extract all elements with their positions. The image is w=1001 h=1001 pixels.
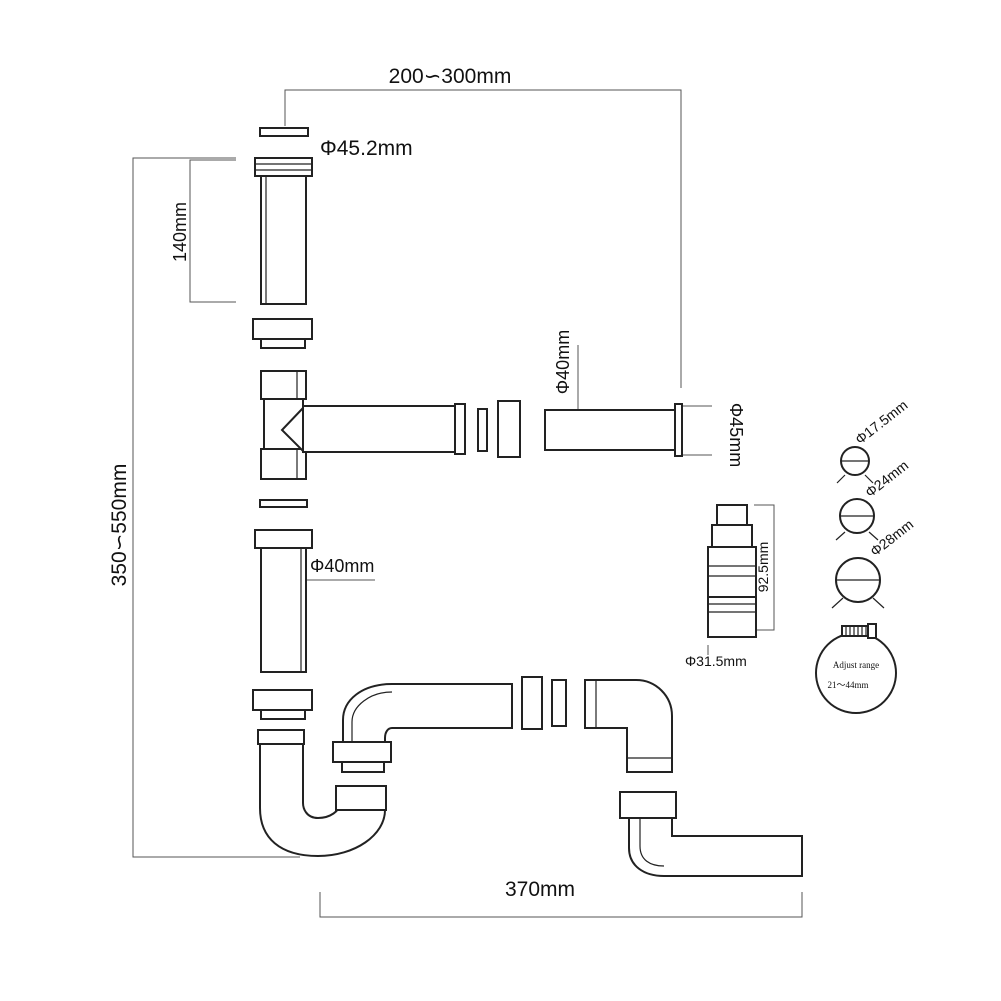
u-trap-inlet-socket [257, 729, 305, 745]
clamp-band [815, 632, 897, 714]
bottom-width-label: 370mm [505, 878, 575, 901]
tail-height-label: 140mm [170, 202, 190, 262]
hose-adapter-ring-1 [711, 524, 753, 548]
hose-adapter-ring-2 [707, 546, 757, 598]
tee-fitting [260, 370, 466, 480]
hose-clamp: Adjust range 21～44mm [815, 623, 897, 714]
ring-medium-tabs [835, 515, 879, 541]
dip-tube-pipe [260, 547, 307, 673]
tee-lower-socket [260, 448, 307, 480]
elbow-washer [341, 761, 385, 773]
adapter-large-label: Φ28mm [867, 516, 916, 559]
adapter-ring-medium [835, 498, 879, 541]
extension-pipe [628, 817, 803, 877]
elbow-assembly [332, 676, 567, 773]
adapter-ring-large [831, 557, 885, 609]
tailpiece-assembly [252, 127, 313, 349]
wall-connection [477, 400, 683, 458]
top-width-dimension-line [284, 89, 682, 388]
adapter-ring-small [836, 446, 874, 484]
ring-large-tabs [831, 579, 885, 609]
inlet-diameter-label: Φ45.2mm [320, 137, 413, 160]
adapter-small-label: Φ17.5mm [852, 397, 911, 448]
hose-diameter-label: Φ31.5mm [685, 653, 747, 669]
hose-adapter [707, 504, 757, 638]
hose-adapter-grooves [708, 565, 756, 613]
wall-nut [497, 400, 521, 458]
lower-slip-washer [260, 709, 306, 720]
u-trap [257, 729, 387, 858]
extension-inner-line [639, 818, 665, 867]
ring-small-tabs [836, 460, 874, 484]
clamp-title: Adjust range [833, 660, 879, 670]
top-nut [254, 157, 313, 177]
elbow-nut [332, 741, 392, 763]
elbow-bend [342, 683, 513, 743]
upper-slip-washer [260, 338, 306, 349]
branch-diameter-label: Φ40mm [310, 556, 374, 576]
clamp-range: 21～44mm [827, 680, 868, 690]
wall-pipe-diameter-label: Φ40mm [553, 330, 573, 394]
total-height-label: 350∽550mm [108, 464, 131, 587]
tee-upper-socket [260, 370, 307, 400]
dip-tube-assembly [252, 499, 313, 720]
arm-coupling-b [551, 679, 567, 727]
dip-tube-washer [259, 499, 308, 508]
lower-slip-nut [252, 689, 313, 711]
clamp-screw-head [867, 623, 877, 639]
top-washer [259, 127, 309, 137]
clamp-screw-threads [845, 626, 867, 636]
u-trap-outlet-nut [335, 785, 387, 811]
tee-branch-pipe [302, 405, 464, 453]
total-height-dimension-line [132, 157, 300, 858]
wall-flange [674, 403, 683, 457]
arm-coupling-a [521, 676, 543, 730]
right-elbow [584, 679, 673, 773]
top-nut-collar [255, 163, 312, 171]
right-elbow-assembly [584, 679, 803, 877]
bottom-width-dimension-line [319, 892, 803, 918]
hose-height-dimension-line [754, 504, 775, 631]
wall-pipe [544, 409, 681, 451]
dimension-lines [132, 89, 803, 918]
top-width-label: 200∽300mm [389, 65, 512, 88]
hose-adapter-base [707, 596, 757, 638]
tailpiece-pipe [260, 175, 307, 305]
wall-outlet-diameter-label: Φ45mm [726, 403, 746, 467]
wall-outlet-diameter-bracket [682, 405, 712, 456]
elbow-inner-line [351, 691, 393, 742]
tail-height-dimension-line [189, 159, 236, 303]
hose-adapter-tip [716, 504, 748, 526]
hose-height-label: 92.5mm [755, 542, 771, 593]
wall-washer [477, 408, 488, 452]
tee-branch-end [454, 403, 466, 455]
extension-nut [619, 791, 677, 819]
dip-tube-nut [254, 529, 313, 549]
upper-slip-nut [252, 318, 313, 340]
right-elbow-socket-lines [595, 680, 672, 759]
